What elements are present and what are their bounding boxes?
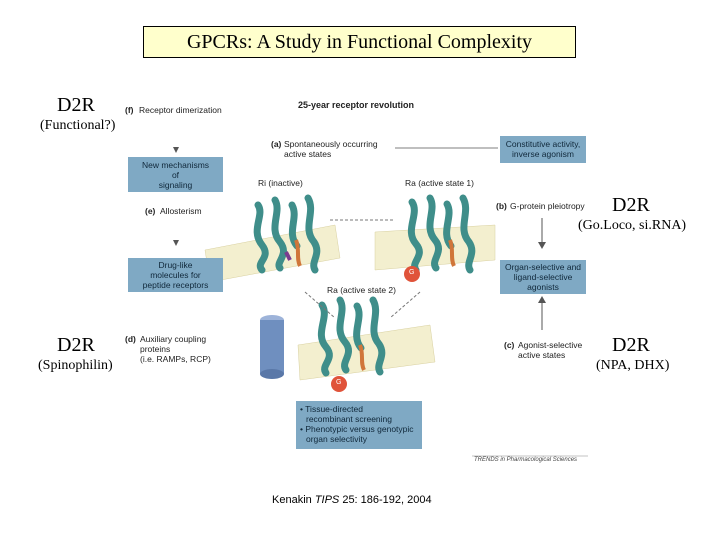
arrow-small-2 xyxy=(173,240,179,246)
g-label-right: G xyxy=(409,269,415,276)
transition-ra1-ra2 xyxy=(389,291,421,319)
slide-title: GPCRs: A Study in Functional Complexity xyxy=(143,26,576,58)
label-ra-active-1: Ra (active state 1) xyxy=(405,178,474,188)
d2r-note-bottom-right: (NPA, DHX) xyxy=(596,358,670,373)
arrow-small-1 xyxy=(173,147,179,153)
d2r-label-mid-right: D2R xyxy=(612,194,650,216)
helix-accent-4 xyxy=(358,344,366,371)
text-allosterism: Allosterism xyxy=(160,206,202,216)
helix-accent-1 xyxy=(294,239,302,267)
box-constitutive: Constitutive activity,inverse agonism xyxy=(500,136,586,163)
cylinder-bottom xyxy=(260,369,284,379)
label-ri-inactive: Ri (inactive) xyxy=(258,178,303,188)
label-a: (a) xyxy=(271,139,282,149)
d2r-label-bottom-right: D2R xyxy=(612,334,650,356)
box-tissue-directed: • Tissue-directed recombinant screening … xyxy=(296,401,422,449)
trends-credit: TRENDS in Pharmacological Sciences xyxy=(474,457,578,463)
label-e: (e) xyxy=(145,206,156,216)
arrow-up-right-head xyxy=(538,296,546,303)
text-receptor-dimerization: Receptor dimerization xyxy=(139,105,222,115)
d2r-note-bottom-left: (Spinophilin) xyxy=(38,358,113,373)
g-label-bottom: G xyxy=(336,379,342,386)
label-f: (f) xyxy=(125,105,134,115)
text-g-protein-pleiotropy: G-protein pleiotropy xyxy=(510,201,585,211)
d2r-label-top-left: D2R xyxy=(57,94,95,116)
label-ra-active-2: Ra (active state 2) xyxy=(327,285,396,295)
g-protein-bottom xyxy=(331,376,347,392)
citation: Kenakin TIPS 25: 186-192, 2004 xyxy=(272,494,432,506)
g-protein-right xyxy=(404,266,420,282)
label-d: (d) xyxy=(125,334,136,344)
label-c: (c) xyxy=(504,340,515,350)
label-b: (b) xyxy=(496,201,507,211)
helix-accent-3 xyxy=(448,239,456,267)
cylinder-body xyxy=(260,320,284,374)
helix-accent-2 xyxy=(284,251,292,261)
d2r-label-bottom-left: D2R xyxy=(57,334,95,356)
d2r-note-mid-right: (Go.Loco, si.RNA) xyxy=(578,218,687,233)
d2r-note-top-left: (Functional?) xyxy=(40,118,116,133)
figure-header: 25-year receptor revolution xyxy=(298,100,415,110)
membrane-bottom xyxy=(297,324,436,381)
transition-ri-ra2 xyxy=(304,291,336,319)
arrow-down-right-head xyxy=(538,242,546,249)
receptor-ra2 xyxy=(317,296,386,377)
